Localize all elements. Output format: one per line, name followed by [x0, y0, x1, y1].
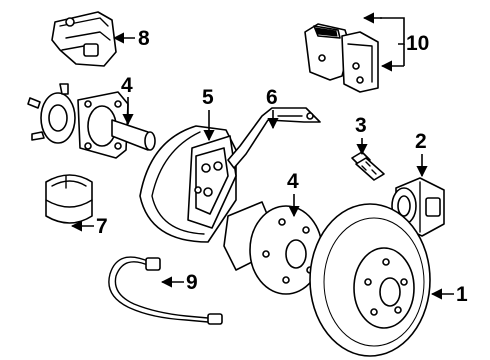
callout-label-9: 9: [186, 271, 198, 294]
callout-2: 2: [415, 130, 428, 178]
callout-label-6: 6: [266, 86, 278, 109]
callout-7: 7: [70, 215, 108, 238]
hub-bearing-part: [27, 83, 156, 159]
caliper-bracket-part: [51, 11, 117, 67]
hub-flange-part: [223, 201, 323, 295]
callout-label-4-lower: 4: [287, 170, 299, 193]
abs-sensor-part: [108, 256, 223, 325]
callout-label-10: 10: [406, 32, 429, 55]
callout-1: 1: [430, 283, 468, 306]
callout-label-8: 8: [138, 27, 150, 50]
bolt-part: [351, 151, 385, 181]
callout-6: 6: [266, 86, 279, 130]
callout-label-2: 2: [415, 130, 427, 153]
callout-label-3: 3: [355, 114, 367, 137]
callout-3: 3: [355, 114, 368, 156]
callout-5: 5: [202, 86, 215, 142]
hose-bracket-part: [227, 107, 321, 169]
callout-label-7: 7: [96, 215, 108, 238]
callout-label-1: 1: [456, 283, 468, 306]
callout-10: 10: [362, 12, 429, 72]
seal-ring-part: [45, 174, 93, 224]
callout-label-4-upper: 4: [121, 74, 133, 97]
callout-4-upper: 4: [121, 74, 134, 126]
callout-label-5: 5: [202, 86, 214, 109]
dust-shield-part: [139, 125, 237, 243]
callout-9: 9: [160, 271, 198, 294]
callout-8: 8: [112, 27, 150, 50]
callout-4-lower: 4: [287, 170, 300, 218]
brake-rotor-part: [309, 203, 431, 357]
brake-pads-part: [304, 23, 379, 93]
